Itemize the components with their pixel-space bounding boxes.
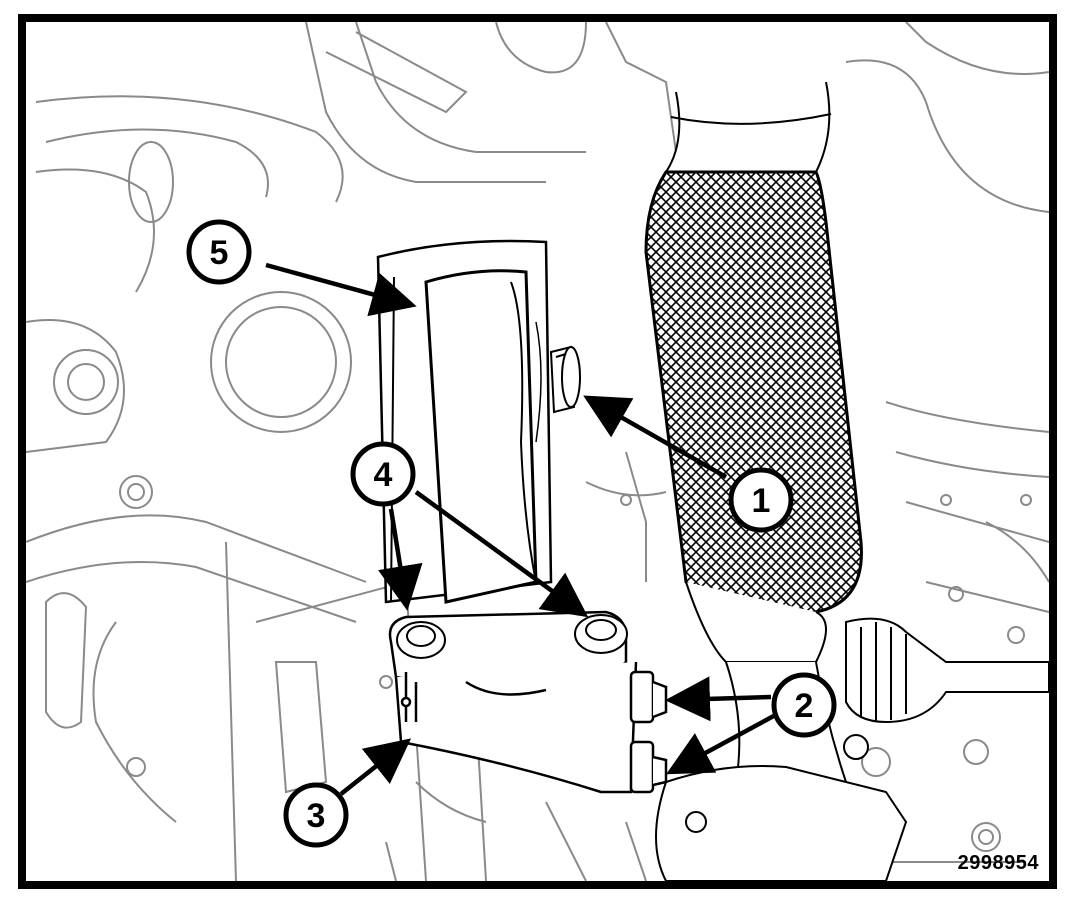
arrow-4a bbox=[378, 508, 423, 611]
callout-label: 2 bbox=[795, 687, 814, 725]
callout-label: 1 bbox=[752, 482, 771, 520]
bolt-1 bbox=[549, 345, 581, 414]
callout-5: 5 bbox=[186, 219, 252, 285]
arrow-1 bbox=[583, 395, 728, 479]
diagram-frame: 1 2 3 4 5 2998954 bbox=[18, 14, 1057, 889]
engine-mount-bracket bbox=[376, 239, 553, 604]
callout-label: 3 bbox=[307, 797, 326, 835]
arrow-2a bbox=[665, 676, 772, 722]
callout-3: 3 bbox=[283, 782, 349, 848]
arrow-4b bbox=[414, 490, 589, 618]
background-linework bbox=[26, 22, 1049, 881]
bolt-4-right bbox=[574, 614, 628, 654]
callout-4: 4 bbox=[350, 441, 416, 507]
callout-label: 5 bbox=[210, 234, 229, 272]
arrow-5 bbox=[265, 262, 417, 317]
mount-housing bbox=[388, 610, 668, 794]
callout-label: 4 bbox=[374, 456, 393, 494]
callout-2: 2 bbox=[771, 672, 837, 738]
mount-illustration: 1 2 3 4 5 bbox=[26, 22, 1049, 881]
callout-1: 1 bbox=[728, 467, 794, 533]
leader-arrows bbox=[265, 262, 783, 796]
axle-boot bbox=[845, 617, 1049, 724]
arrow-2b bbox=[666, 710, 783, 775]
bolt-4-left bbox=[396, 621, 446, 659]
flex-pipe bbox=[644, 81, 863, 783]
arrow-3 bbox=[339, 738, 412, 796]
figure-reference-number: 2998954 bbox=[957, 852, 1039, 874]
